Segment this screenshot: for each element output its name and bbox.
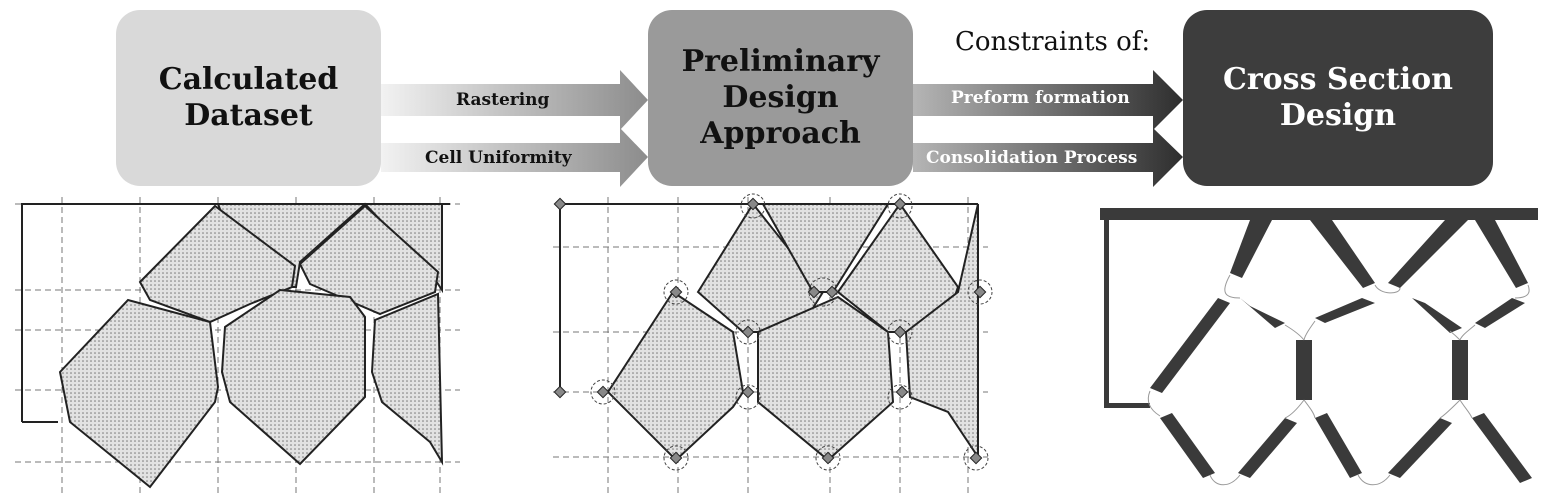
cross-section-figure <box>1100 208 1538 486</box>
cell-uniformity-label: Cell Uniformity <box>425 148 572 168</box>
cell-right <box>370 292 444 466</box>
strut-4 <box>1475 220 1528 288</box>
cell-upper-right <box>298 204 440 316</box>
top-beam <box>1100 208 1538 220</box>
strut-9 <box>1475 298 1525 328</box>
strut-5 <box>1150 298 1230 393</box>
strut-1 <box>1230 220 1272 278</box>
frame-outline <box>21 203 450 422</box>
joint-circles <box>590 193 993 471</box>
strut-13 <box>1388 418 1452 478</box>
dataset-cell-figure <box>15 197 460 497</box>
thin-connectors <box>1147 274 1530 486</box>
left-post <box>1104 208 1109 408</box>
preform-formation-label: Preform formation <box>951 88 1130 108</box>
strut-10 <box>1160 413 1215 478</box>
strut-3 <box>1388 220 1468 288</box>
consolidation-process-arrow <box>913 128 1183 187</box>
strut-14 <box>1472 413 1532 483</box>
calculated-dataset-label: Calculated Dataset <box>158 62 339 133</box>
cross-section-design-box: Cross Section Design <box>1183 10 1493 186</box>
constraints-heading: Constraints of: <box>955 27 1151 57</box>
cell-lower-mid <box>220 288 366 466</box>
calculated-dataset-box: Calculated Dataset <box>116 10 381 186</box>
joint-markers <box>553 197 987 465</box>
cell-uniformity-arrow <box>381 128 648 187</box>
strut-2 <box>1310 220 1375 288</box>
cell-d <box>606 290 745 462</box>
vertical-post-2 <box>1452 340 1468 400</box>
preliminary-design-box: Preliminary Design Approach <box>648 10 913 186</box>
base-beam <box>1104 403 1150 408</box>
arrows-layer <box>381 70 1183 187</box>
preliminary-design-label: Preliminary Design Approach <box>681 44 880 151</box>
strut-6 <box>1240 298 1285 328</box>
cell-e <box>757 295 895 462</box>
rastering-label: Rastering <box>456 90 550 110</box>
strut-8 <box>1412 298 1462 333</box>
cell-lower-left <box>58 298 220 489</box>
vertical-post-1 <box>1296 340 1312 400</box>
strut-11 <box>1238 418 1297 478</box>
rastering-arrow <box>381 70 648 130</box>
strut-12 <box>1315 413 1362 478</box>
cross-section-design-label: Cross Section Design <box>1222 62 1453 133</box>
preliminary-design-figure <box>553 193 993 497</box>
strut-7 <box>1315 298 1375 323</box>
consolidation-process-label: Consolidation Process <box>926 148 1138 168</box>
preform-formation-arrow <box>913 70 1183 130</box>
